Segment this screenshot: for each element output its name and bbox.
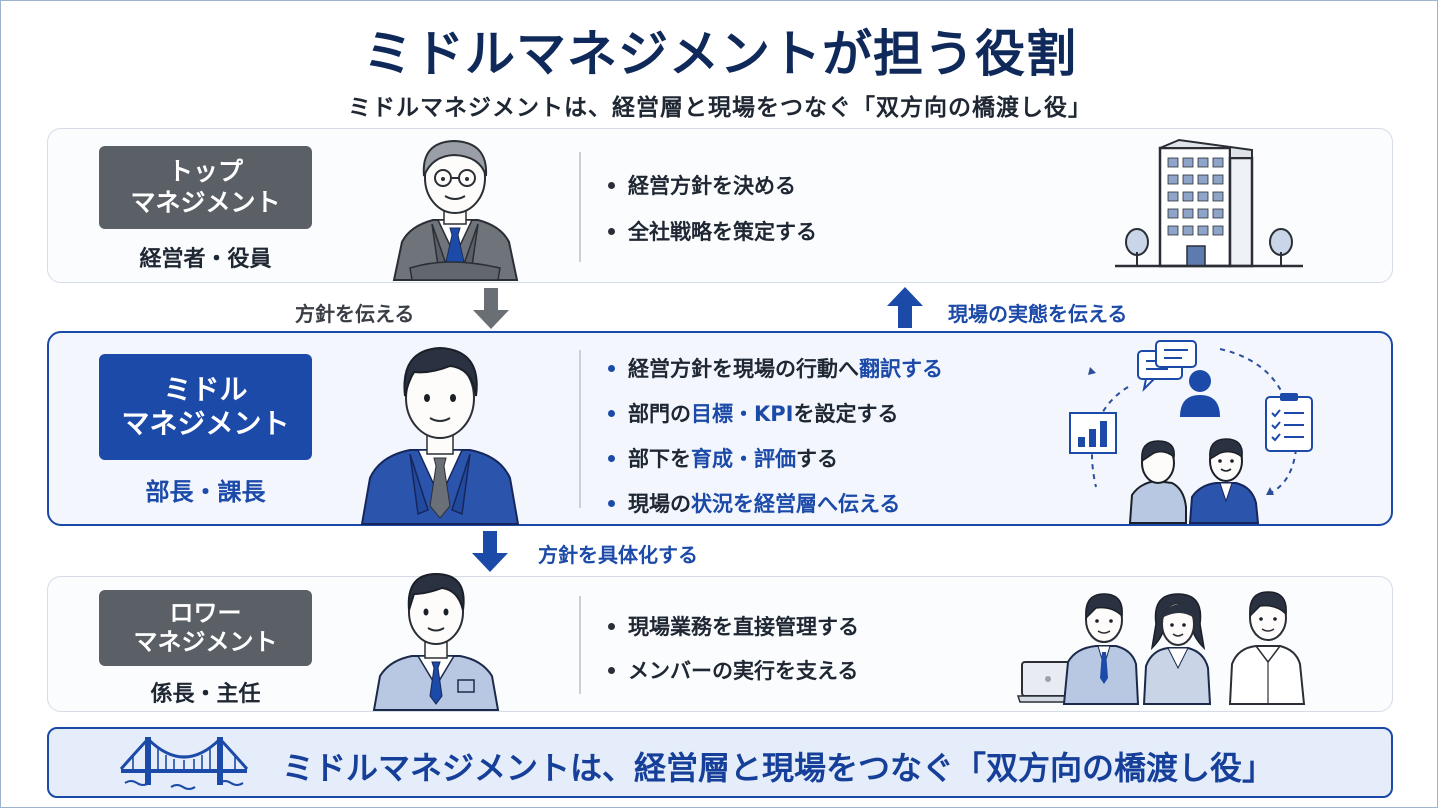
lower-divider (579, 596, 581, 694)
flow-label-policy-down: 方針を伝える (295, 302, 415, 326)
top-role-line2: マネジメント (130, 187, 281, 217)
lower-role-line2: マネジメント (133, 628, 278, 656)
bridge-icon (119, 737, 249, 790)
top-bullet: 経営方針を決める (606, 170, 817, 200)
lower-management-role-box: ロワーマネジメント (99, 590, 312, 666)
top-bullet-list: 経営方針を決める 全社戦略を策定する (606, 170, 817, 246)
top-role-line1: トップ (167, 157, 243, 186)
top-role-subtitle: 経営者・役員 (139, 247, 272, 272)
arrow-down-icon (473, 288, 509, 329)
middle-bullet: 部下を育成・評価する (606, 443, 943, 473)
banner-text: ミドルマネジメントは、経営層と現場をつなぐ「双方向の橋渡し役」 (282, 749, 1275, 787)
summary-banner: ミドルマネジメントは、経営層と現場をつなぐ「双方向の橋渡し役」 (47, 727, 1393, 798)
middle-role-line1: ミドル (163, 372, 248, 406)
middle-bullet: 現場の状況を経営層へ伝える (606, 488, 943, 518)
manager-illustration (360, 346, 520, 525)
lower-bullet: メンバーの実行を支える (606, 655, 859, 685)
top-bullet: 全社戦略を策定する (606, 216, 817, 246)
arrow-up-icon (887, 287, 923, 328)
middle-role-subtitle: 部長・課長 (145, 478, 266, 506)
supervisor-illustration (372, 572, 500, 711)
middle-role-line2: マネジメント (121, 407, 290, 440)
middle-divider (579, 350, 581, 508)
top-management-role-box: トップマネジメント (99, 146, 312, 229)
office-building-icon (1115, 138, 1303, 268)
team-communication-illustration (1069, 340, 1313, 524)
arrow-down-icon (472, 531, 508, 572)
lower-role-line1: ロワー (169, 598, 242, 627)
flow-label-reality-up: 現場の実態を伝える (948, 302, 1128, 326)
team-members-illustration (1016, 591, 1306, 705)
executive-illustration (392, 139, 519, 281)
lower-bullet-list: 現場業務を直接管理する メンバーの実行を支える (606, 611, 859, 685)
lower-bullet: 現場業務を直接管理する (606, 611, 859, 641)
page-subtitle: ミドルマネジメントは、経営層と現場をつなぐ「双方向の橋渡し役」 (348, 95, 1092, 121)
lower-role-subtitle: 係長・主任 (150, 682, 261, 707)
middle-bullet: 経営方針を現場の行動へ翻訳する (606, 353, 943, 383)
flow-label-concretize: 方針を具体化する (538, 543, 698, 567)
top-divider (579, 152, 581, 262)
page-title: ミドルマネジメントが担う役割 (363, 25, 1077, 83)
middle-bullet-list: 経営方針を現場の行動へ翻訳する 部門の目標・KPIを設定する 部下を育成・評価す… (606, 353, 943, 518)
middle-management-role-box: ミドルマネジメント (99, 354, 312, 460)
middle-bullet: 部門の目標・KPIを設定する (606, 398, 943, 428)
